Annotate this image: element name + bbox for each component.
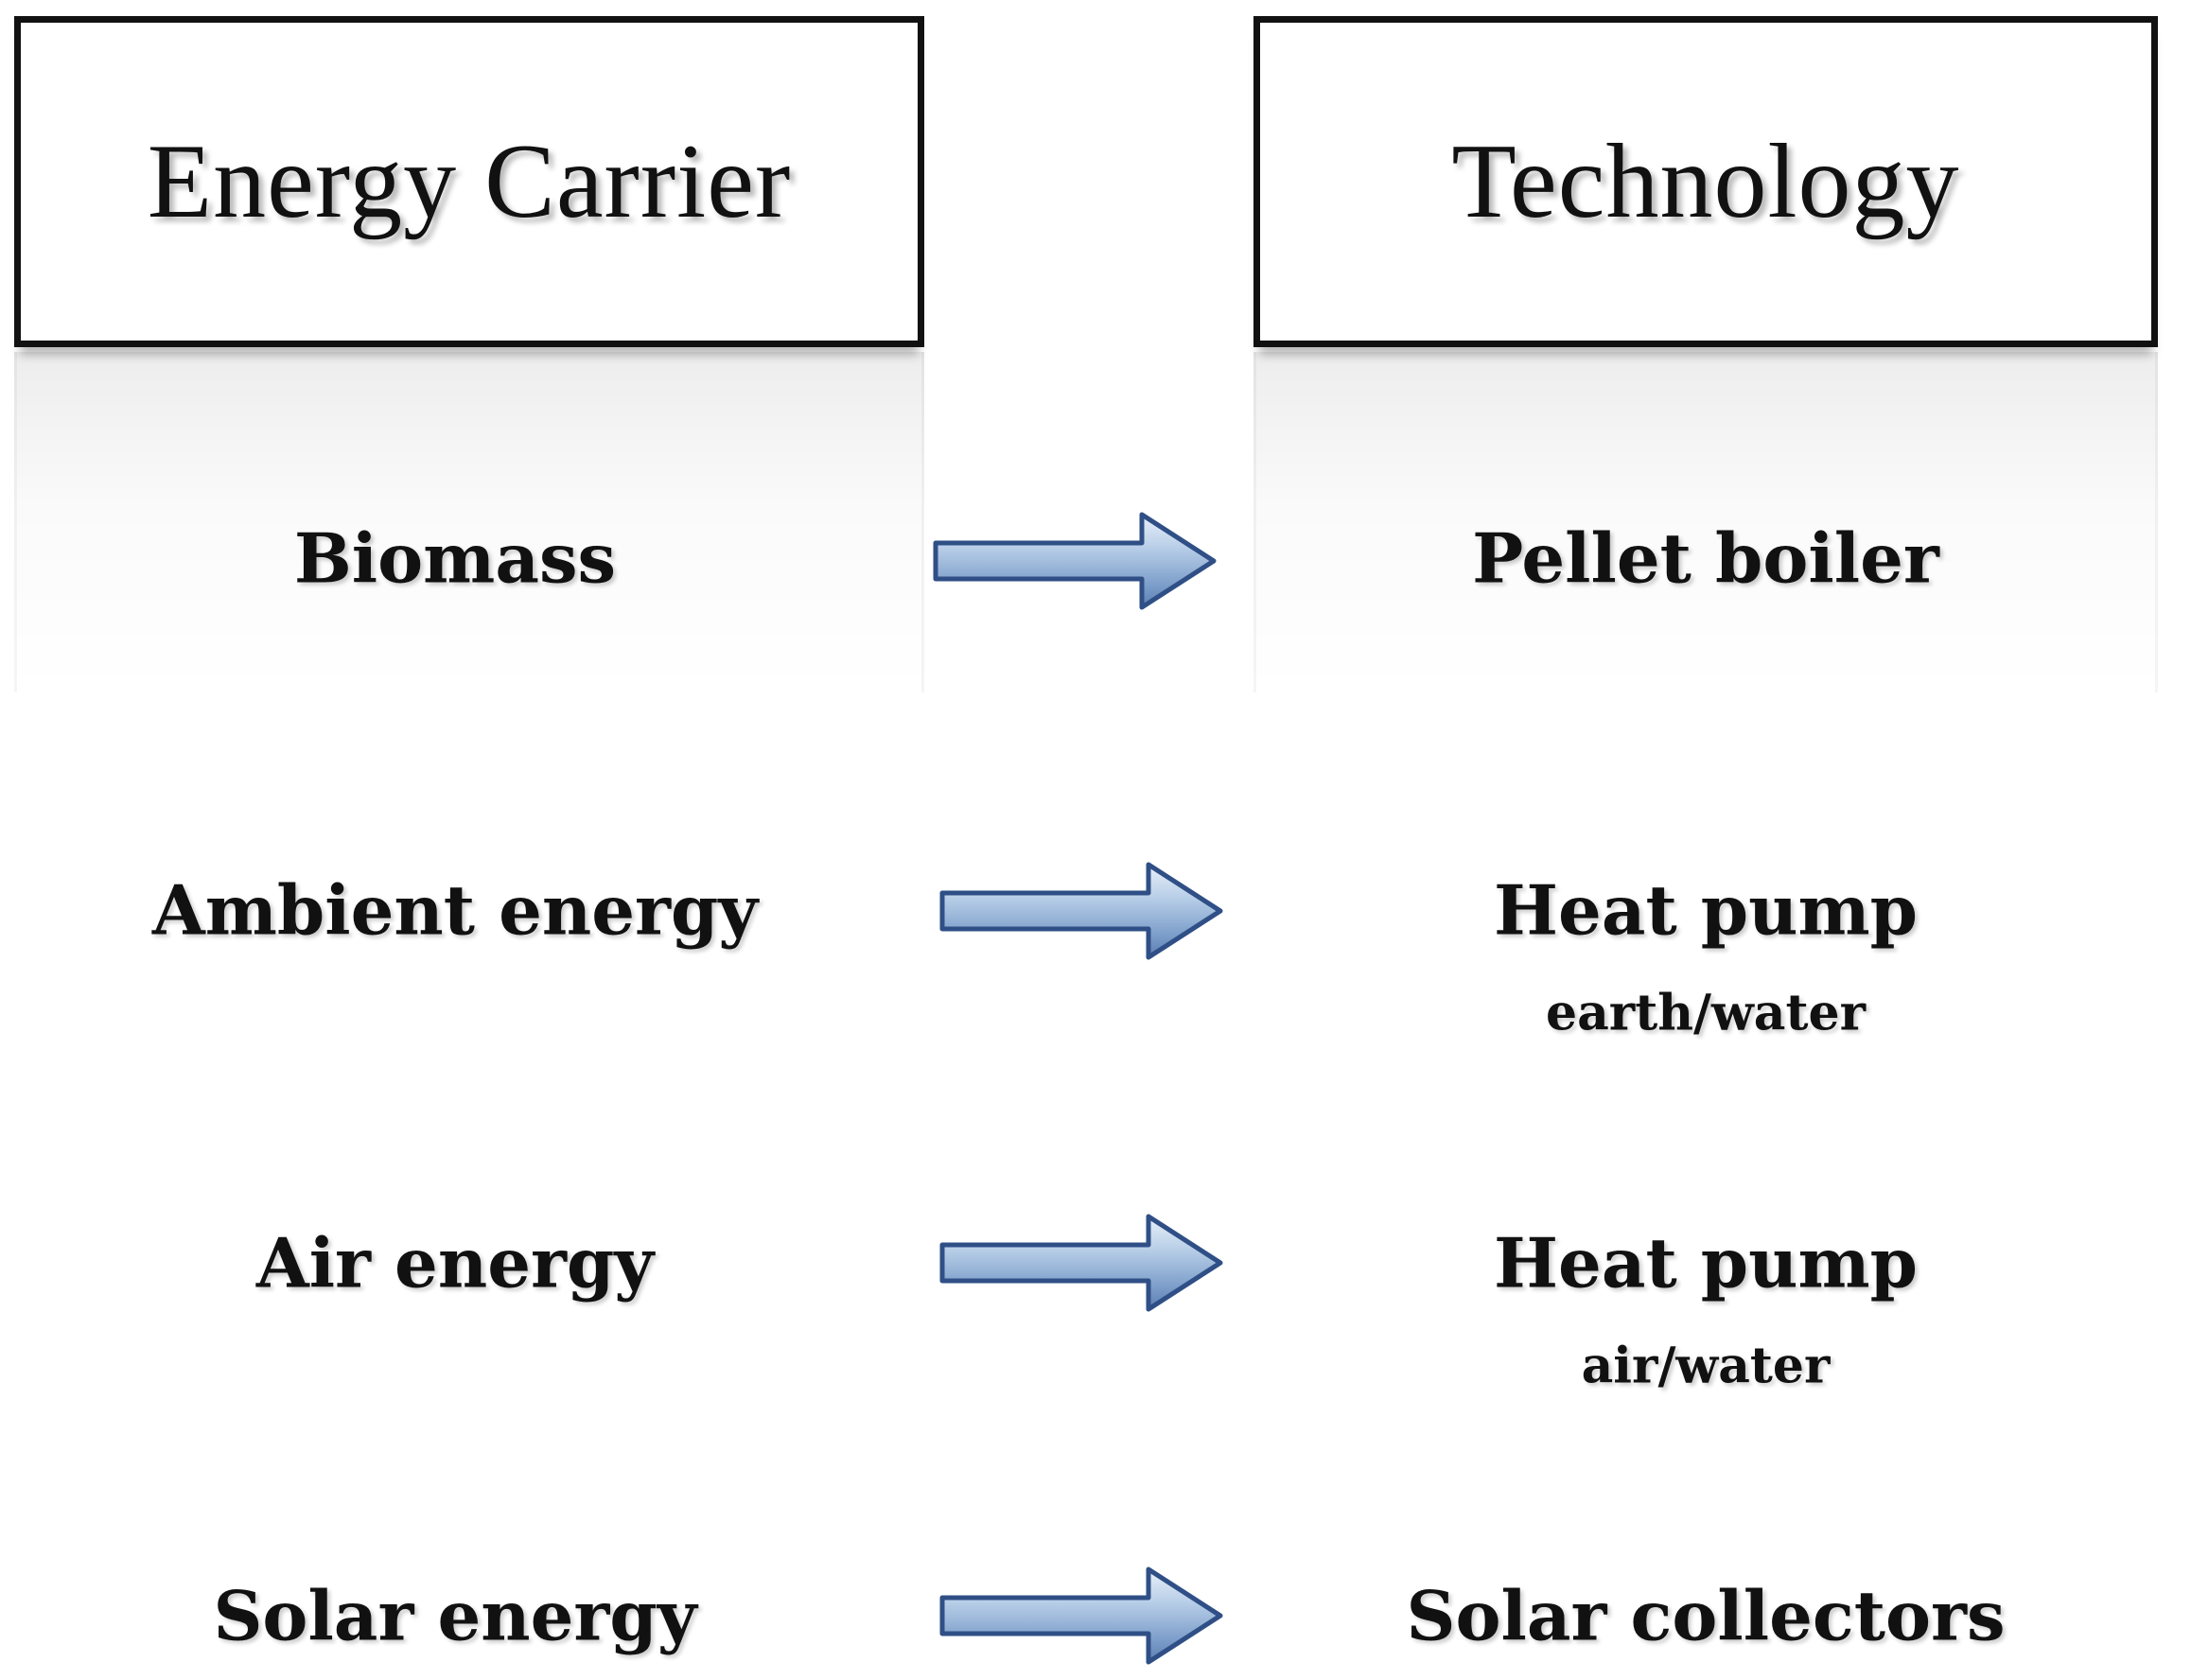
header-right-reflection — [1253, 352, 2158, 692]
technology-heat-pump-earth: Heat pump — [1493, 869, 1919, 951]
energy-carrier-header-label: Energy Carrier — [147, 122, 792, 240]
technology-heat-pump-air: Heat pump — [1493, 1222, 1919, 1304]
arrow-right-icon — [939, 862, 1223, 960]
carrier-air-energy: Air energy — [255, 1222, 655, 1304]
carrier-biomass: Biomass — [293, 517, 617, 599]
energy-carrier-header: Energy Carrier — [14, 16, 924, 347]
technology-solar-collectors: Solar collectors — [1406, 1575, 2006, 1656]
carrier-solar-energy: Solar energy — [213, 1575, 697, 1656]
header-left-reflection — [14, 352, 924, 692]
technology-header-label: Technology — [1451, 122, 1960, 240]
technology-subtype-air-water: air/water — [1581, 1337, 1831, 1395]
technology-subtype-earth-water: earth/water — [1546, 984, 1866, 1042]
carrier-ambient-energy: Ambient energy — [151, 869, 759, 951]
arrow-right-icon — [939, 1214, 1223, 1312]
technology-header: Technology — [1253, 16, 2158, 347]
arrow-right-icon — [933, 512, 1217, 610]
arrow-right-icon — [939, 1566, 1223, 1665]
technology-pellet-boiler: Pellet boiler — [1472, 517, 1939, 599]
